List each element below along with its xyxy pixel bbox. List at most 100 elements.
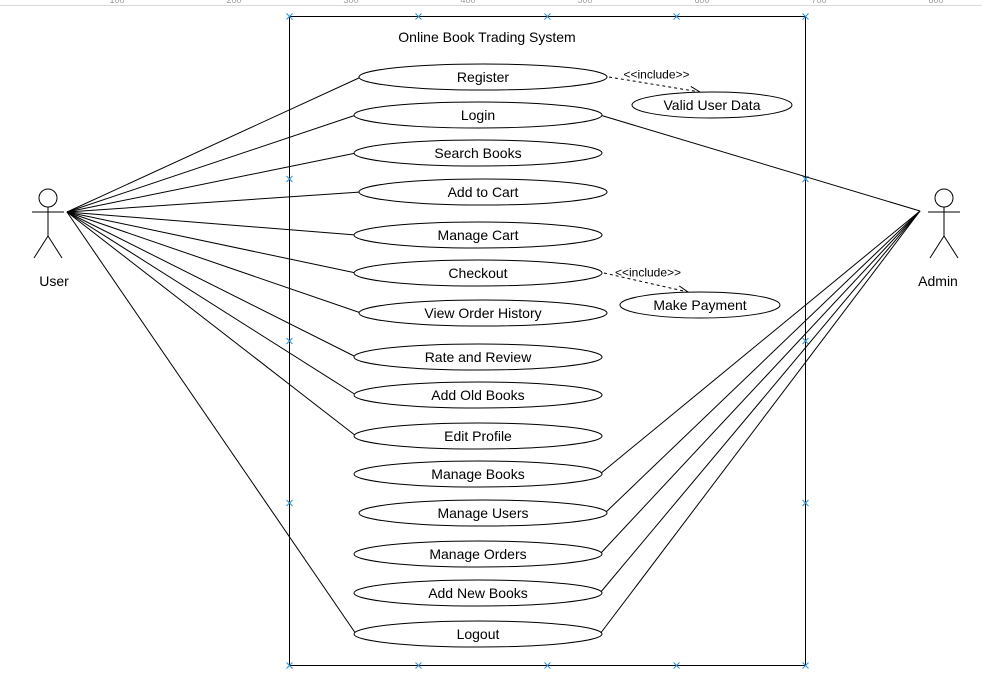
association-admin-manage-orders[interactable] <box>599 210 921 555</box>
association-user-edit-profile[interactable] <box>66 211 357 437</box>
association-admin-login[interactable] <box>599 114 921 212</box>
actor-label: User <box>39 273 69 289</box>
selection-handle[interactable] <box>286 499 293 507</box>
use-case-add-new-books[interactable]: Add New Books <box>353 579 603 607</box>
use-case-label: Add Old Books <box>431 387 524 403</box>
use-case-ellipse[interactable] <box>358 299 608 327</box>
association-user-rate-and-review[interactable] <box>66 211 357 358</box>
selection-handle[interactable] <box>802 337 809 345</box>
use-case-register[interactable]: Register <box>358 63 608 91</box>
system-title: Online Book Trading System <box>398 29 575 45</box>
boundary-selection-handles <box>286 13 809 669</box>
use-case-ellipse[interactable] <box>619 291 781 319</box>
use-case-logout[interactable]: Logout <box>353 620 603 648</box>
use-case-make-payment[interactable]: Make Payment <box>619 291 781 319</box>
association-user-manage-cart[interactable] <box>66 211 357 236</box>
use-case-label: View Order History <box>424 305 541 321</box>
ruler-label: 200 <box>226 0 241 5</box>
actor-admin[interactable]: Admin <box>918 188 960 289</box>
use-case-checkout[interactable]: Checkout <box>353 259 603 287</box>
use-case-ellipse[interactable] <box>358 63 608 91</box>
include-layer: <<include>><<include>> <box>603 68 700 293</box>
use-case-manage-books[interactable]: Manage Books <box>353 460 603 488</box>
association-user-search-books[interactable] <box>66 152 357 213</box>
association-user-logout[interactable] <box>66 211 357 635</box>
ruler-label: 500 <box>577 0 592 5</box>
use-case-ellipse[interactable] <box>353 381 603 409</box>
ruler-label: 800 <box>928 0 943 5</box>
associations-layer <box>66 76 921 635</box>
association-user-register[interactable] <box>66 76 362 213</box>
selection-handle[interactable] <box>673 662 680 669</box>
actor-label: Admin <box>918 273 958 289</box>
use-case-label: Add to Cart <box>448 184 519 200</box>
use-case-add-to-cart[interactable]: Add to Cart <box>358 178 608 206</box>
stick-figure-icon <box>928 188 960 259</box>
selection-handle[interactable] <box>802 13 809 20</box>
association-admin-logout[interactable] <box>599 210 921 635</box>
association-user-add-to-cart[interactable] <box>66 191 362 213</box>
use-case-manage-cart[interactable]: Manage Cart <box>353 221 603 249</box>
include-label: <<include>> <box>623 68 689 82</box>
include-checkout-make-payment[interactable] <box>603 272 688 292</box>
use-case-ellipse[interactable] <box>353 579 603 607</box>
use-case-ellipse[interactable] <box>358 178 608 206</box>
selection-handle[interactable] <box>802 662 809 669</box>
association-admin-manage-books[interactable] <box>599 210 921 475</box>
ruler-label: 700 <box>811 0 826 5</box>
use-case-rate-and-review[interactable]: Rate and Review <box>353 343 603 371</box>
stick-figure-icon <box>32 188 64 259</box>
use-case-label: Login <box>461 107 495 123</box>
association-user-add-old-books[interactable] <box>66 211 357 396</box>
use-case-ellipse[interactable] <box>353 221 603 249</box>
selection-handle[interactable] <box>673 13 680 20</box>
use-case-label: Valid User Data <box>663 97 760 113</box>
use-case-label: Manage Orders <box>429 546 526 562</box>
use-case-label: Manage Users <box>437 505 528 521</box>
association-admin-add-new-books[interactable] <box>599 210 921 594</box>
association-admin-manage-users[interactable] <box>604 210 921 514</box>
actor-user[interactable]: User <box>32 188 69 289</box>
use-case-label: Search Books <box>434 145 521 161</box>
use-case-ellipse[interactable] <box>353 540 603 568</box>
selection-handle[interactable] <box>286 337 293 345</box>
selection-handle[interactable] <box>415 13 422 20</box>
use-case-ellipse[interactable] <box>353 139 603 167</box>
selection-handle[interactable] <box>286 13 293 20</box>
selection-handle[interactable] <box>415 662 422 669</box>
use-case-label: Logout <box>457 626 500 642</box>
use-case-ellipse[interactable] <box>353 460 603 488</box>
use-case-ellipse[interactable] <box>353 101 603 129</box>
use-case-add-old-books[interactable]: Add Old Books <box>353 381 603 409</box>
use-case-label: Register <box>457 69 509 85</box>
use-case-ellipse[interactable] <box>358 499 608 527</box>
use-case-label: Rate and Review <box>425 349 533 365</box>
use-case-manage-users[interactable]: Manage Users <box>358 499 608 527</box>
use-case-ellipse[interactable] <box>353 620 603 648</box>
use-case-login[interactable]: Login <box>353 101 603 129</box>
ruler-label: 100 <box>109 0 124 5</box>
use-case-ellipse[interactable] <box>353 422 603 450</box>
selection-handle[interactable] <box>286 662 293 669</box>
use-case-view-order-history[interactable]: View Order History <box>358 299 608 327</box>
selection-handle[interactable] <box>286 175 293 183</box>
selection-handle[interactable] <box>802 499 809 507</box>
selection-handle[interactable] <box>544 662 551 669</box>
selection-handle[interactable] <box>544 13 551 20</box>
use-case-label: Edit Profile <box>444 428 512 444</box>
use-case-label: Manage Cart <box>438 227 519 243</box>
use-case-valid-user-data[interactable]: Valid User Data <box>631 91 793 119</box>
association-user-login[interactable] <box>66 114 357 213</box>
use-case-manage-orders[interactable]: Manage Orders <box>353 540 603 568</box>
use-case-edit-profile[interactable]: Edit Profile <box>353 422 603 450</box>
use-case-search-books[interactable]: Search Books <box>353 139 603 167</box>
association-user-view-order-history[interactable] <box>66 211 362 314</box>
use-case-ellipse[interactable] <box>353 343 603 371</box>
association-user-checkout[interactable] <box>66 211 357 274</box>
use-case-ellipse[interactable] <box>353 259 603 287</box>
use-case-label: Make Payment <box>653 297 746 313</box>
use-case-ellipse[interactable] <box>631 91 793 119</box>
